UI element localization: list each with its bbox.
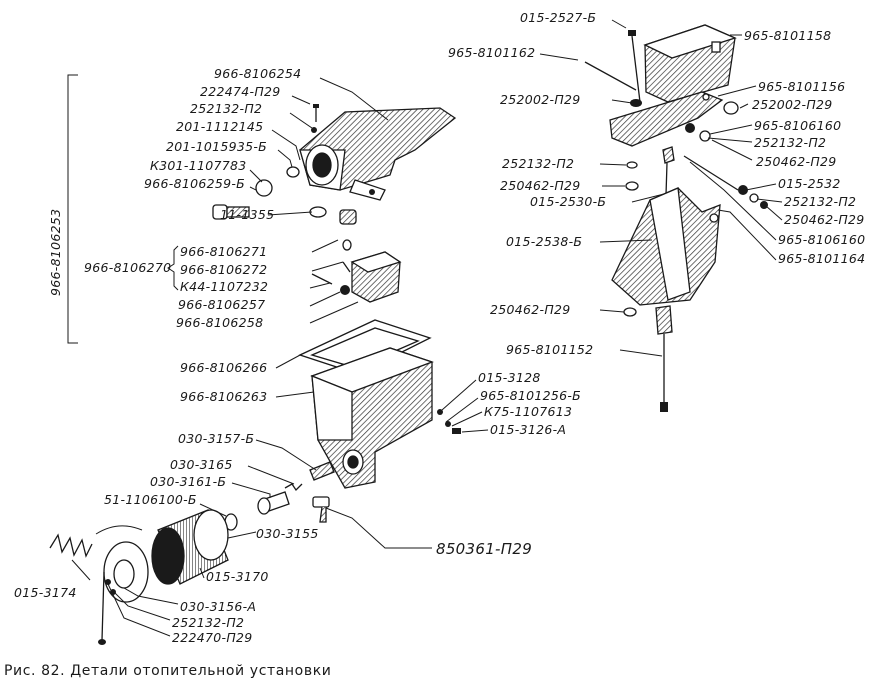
- part-label: 252132-П2: [190, 101, 262, 116]
- part-label: 030-3155: [256, 526, 319, 541]
- part-label: 51-1106100-Б: [104, 492, 197, 507]
- part-label: 965-8101156: [758, 79, 845, 94]
- valve-cap-966-8106257: [340, 251, 402, 303]
- part-label: 015-3170: [206, 569, 269, 584]
- bolt-965-8101162: [584, 61, 637, 91]
- shaft-015-2530: [662, 146, 675, 196]
- part-label: 250462-П29: [490, 302, 571, 317]
- part-label: 966-8106257: [178, 297, 265, 312]
- part-label: 222474-П29: [200, 84, 281, 99]
- part-label: 030-3156-А: [180, 599, 256, 614]
- heater-body-966-8106263: [310, 347, 434, 489]
- part-label: 015-3174: [14, 585, 77, 600]
- part-label: 252002-П29: [752, 97, 833, 112]
- part-label: 966-8106272: [180, 262, 267, 277]
- assembly-bracket: [67, 74, 78, 344]
- washer-252002-left: [630, 99, 642, 107]
- part-label: 966-8106263: [180, 389, 267, 404]
- fitting-201-1112145: [286, 166, 300, 178]
- bolt-850361: [312, 496, 330, 523]
- ring-11-1355: [309, 206, 327, 218]
- part-label: 965-8106160: [754, 118, 841, 133]
- nut-252132-left: [626, 161, 638, 169]
- right-assembly: [584, 24, 768, 412]
- bracket-965-8101156: [609, 91, 724, 147]
- part-label: 250462-П29: [500, 178, 581, 193]
- piston-030-3161: [257, 491, 290, 515]
- part-label: 252132-П2: [754, 135, 826, 150]
- part-label: 030-3161-Б: [150, 474, 226, 489]
- part-label: 966-8106271: [180, 244, 267, 259]
- part-label: 965-8101256-Б: [480, 388, 581, 403]
- part-label: 252132-П2: [172, 615, 244, 630]
- washer-252132-top: [311, 127, 317, 133]
- screw-222474: [313, 104, 319, 122]
- part-label: 015-2532: [778, 176, 841, 191]
- washer-250462-lower: [623, 307, 637, 317]
- part-label: 966-8106258: [176, 315, 263, 330]
- part-label: 966-8106254: [214, 66, 301, 81]
- bolt-966-8106259: [212, 204, 250, 220]
- assembly-label: 966-8106253: [48, 209, 63, 296]
- part-label: 965-8101162: [448, 45, 535, 60]
- part-label: 015-3126-А: [490, 422, 566, 437]
- part-labels: 966-8106254 222474-П29 252132-П2 201-111…: [14, 10, 865, 645]
- leader-lines: [71, 19, 783, 637]
- valve-body-top: [299, 107, 457, 201]
- left-assembly: [49, 74, 461, 645]
- bolt-015-2527: [628, 30, 641, 103]
- part-label: К301-1107783: [150, 158, 247, 173]
- part-label: 252002-П29: [500, 92, 581, 107]
- rod-030-3157: [309, 461, 335, 481]
- part-label: 966-8106266: [180, 360, 267, 375]
- shaft-965-8101152: [655, 305, 673, 412]
- group-label: 966-8106270: [84, 260, 171, 275]
- part-label: 201-1015935-Б: [166, 139, 267, 154]
- part-label: 966-8106259-Б: [144, 176, 245, 191]
- part-label: 965-8106160: [778, 232, 865, 247]
- cap-030-3156: [98, 541, 149, 645]
- washer-252002-right: [723, 101, 739, 115]
- figure-caption: Рис. 82. Детали отопительной установки: [4, 663, 332, 679]
- screw-set-015-3126: [437, 409, 461, 434]
- part-label: 252132-П2: [502, 156, 574, 171]
- cylinder-030-3155: [151, 509, 229, 585]
- washer-250462-left: [625, 181, 639, 191]
- support-015-2538: [611, 187, 721, 306]
- part-label: 250462-П29: [756, 154, 837, 169]
- part-label: 015-2530-Б: [530, 194, 606, 209]
- part-label: 250462-П29: [784, 212, 865, 227]
- part-label: 030-3157-Б: [178, 431, 254, 446]
- part-label: 222470-П29: [172, 630, 253, 645]
- part-label: 11-1355: [220, 207, 274, 222]
- part-label: 965-8101158: [744, 28, 831, 43]
- part-label: 201-1112145: [176, 119, 263, 134]
- part-label: К44-1107232: [180, 279, 268, 294]
- motor-965-8101158: [643, 24, 737, 103]
- part-label: 965-8101152: [506, 342, 593, 357]
- link-015-2532: [683, 155, 739, 191]
- part-label: 965-8101164: [778, 251, 865, 266]
- part-label: 015-3128: [478, 370, 541, 385]
- spring-015-3174: [49, 533, 93, 558]
- ring-k301: [255, 179, 273, 197]
- part-label: К75-1107613: [484, 404, 572, 419]
- part-label: 850361-П29: [436, 540, 532, 558]
- part-label: 030-3165: [170, 457, 233, 472]
- part-label: 015-2538-Б: [506, 234, 582, 249]
- part-label: 015-2527-Б: [520, 10, 596, 25]
- valve-small-parts: [311, 209, 357, 285]
- spring-030-3165: [284, 483, 303, 492]
- part-label: 252132-П2: [784, 194, 856, 209]
